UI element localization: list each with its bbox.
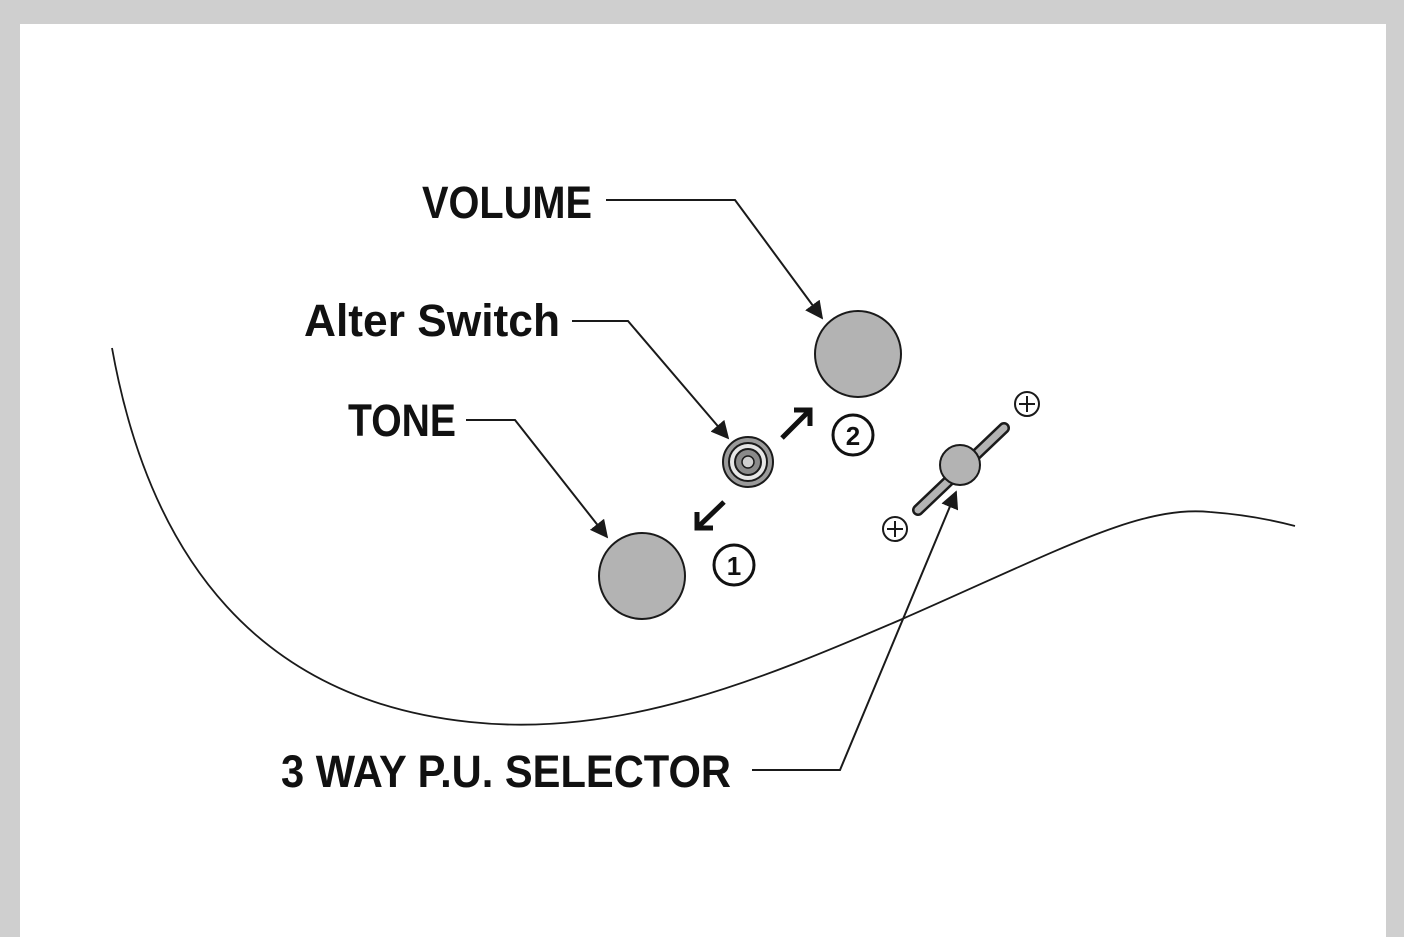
tone-label: TONE xyxy=(348,395,456,446)
volume-leader-line xyxy=(606,199,824,320)
alter-switch-label: Alter Switch xyxy=(304,295,560,346)
step-2-marker: 2 xyxy=(831,413,875,457)
selector-leader-line xyxy=(752,490,959,771)
step-1-marker: 1 xyxy=(712,543,756,587)
selector-label: 3 WAY P.U. SELECTOR xyxy=(281,746,731,797)
alter-switch-leader-line xyxy=(572,320,730,440)
screw-top-icon xyxy=(1014,391,1040,417)
diagram-panel xyxy=(20,24,1386,937)
tone-leader-line xyxy=(466,419,609,539)
step-1-label: 1 xyxy=(727,551,741,581)
screw-bottom-icon xyxy=(882,516,908,542)
alter-switch-icon[interactable] xyxy=(722,436,774,488)
guitar-body-outline xyxy=(111,347,1296,726)
volume-knob-icon[interactable] xyxy=(814,310,902,398)
tone-knob-icon[interactable] xyxy=(598,532,686,620)
pickup-selector-icon[interactable] xyxy=(912,422,1010,516)
push-toward-tone-arrow-icon xyxy=(694,500,726,531)
push-toward-volume-arrow-icon xyxy=(780,407,813,440)
volume-label: VOLUME xyxy=(422,177,592,228)
step-2-label: 2 xyxy=(846,421,860,451)
